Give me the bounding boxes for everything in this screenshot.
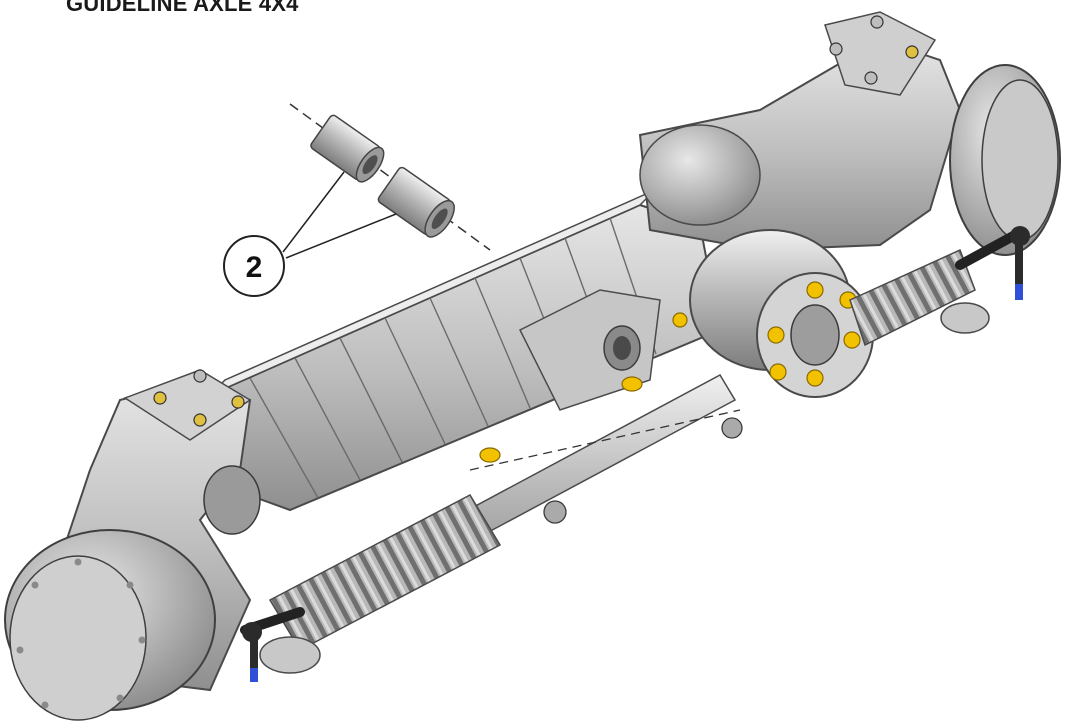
mount-bolts-right [829, 15, 919, 85]
exploded-axis-line [289, 103, 491, 251]
leader-line [282, 171, 345, 253]
left-housing [4, 369, 261, 721]
steering-cylinder-flange [672, 229, 874, 398]
bellows-right [849, 248, 976, 347]
callout-label: 2 [246, 251, 263, 284]
bushing-group: 2 [223, 103, 491, 297]
steering-rod [268, 248, 976, 651]
bushing-lower [377, 166, 455, 238]
pivot-bolts [479, 376, 643, 463]
mount-bolts-left [153, 369, 245, 427]
bellows-left [268, 494, 502, 651]
tie-rod-end-right [940, 226, 1030, 334]
tie-rod-end-left [240, 607, 321, 682]
leader-line [285, 213, 397, 259]
axle-housing [208, 189, 722, 512]
right-housing [638, 11, 1061, 256]
callout-2: 2 [223, 235, 285, 297]
drawing-title: GUIDELINE AXLE 4X4 [66, 0, 299, 16]
bushing-upper [310, 114, 385, 183]
